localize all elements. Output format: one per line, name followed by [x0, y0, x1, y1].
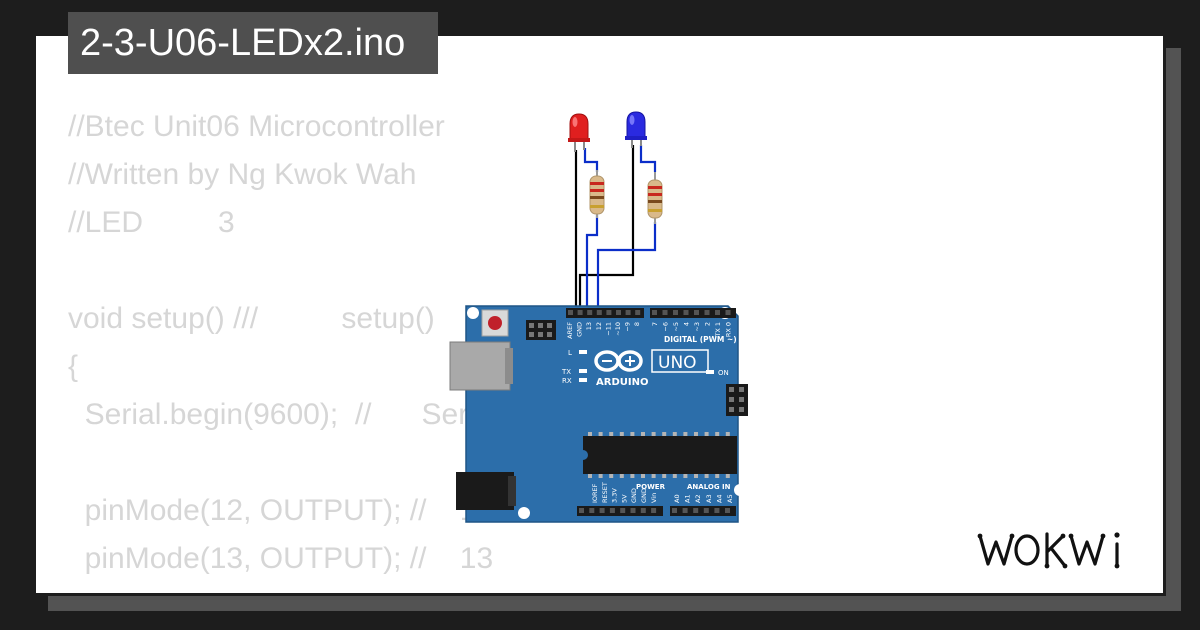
pin-label: ~9 — [624, 322, 632, 332]
power-pin-label: GND — [640, 488, 648, 503]
analog-pin-label: A5 — [726, 494, 734, 503]
pin-label: ~6 — [662, 322, 670, 332]
code-preview: //Btec Unit06 Microcontroller //Written b… — [68, 103, 868, 596]
led-red[interactable] — [568, 113, 590, 152]
l-led-label: L — [568, 349, 572, 357]
wires — [574, 145, 657, 312]
code-line: pinMode(13, OUTPUT); // 13 — [68, 542, 494, 575]
code-line: void setup() /// setup() — [68, 302, 435, 335]
power-header[interactable] — [577, 506, 663, 516]
icsp-header-right — [726, 384, 748, 416]
led-blue-body — [626, 111, 646, 139]
led-red-body — [569, 113, 589, 141]
resistor-1[interactable] — [589, 170, 605, 218]
atmega-chip — [583, 436, 737, 474]
code-line: pinMode(12, OUTPUT); // 12 — [68, 494, 494, 527]
power-pin-label: 5V — [620, 494, 628, 503]
power-pin-label: IOREF — [591, 483, 599, 503]
file-name-tab: 2-3-U06-LEDx2.ino — [68, 12, 438, 74]
pin-label: 4 — [683, 322, 691, 326]
code-line: Serial.begin(9600); // Serial — [68, 398, 499, 431]
pin-label: ~5 — [672, 322, 680, 332]
pin-label: GND — [576, 322, 584, 337]
led-blue[interactable] — [625, 111, 647, 148]
pin-label: 12 — [595, 322, 603, 330]
tx-led-label: TX — [561, 368, 571, 376]
code-line: //Written by Ng Kwok Wah — [68, 158, 417, 191]
analog-pin-label: A1 — [684, 494, 692, 503]
power-label: POWER — [636, 483, 666, 491]
reset-button[interactable] — [481, 309, 509, 337]
wire-blue-led-gnd — [578, 145, 635, 312]
pin-label: TX 1 — [714, 322, 722, 338]
power-pin-label: RESET — [601, 482, 609, 503]
pin-label: 7 — [651, 322, 659, 326]
usb-connector — [449, 341, 511, 391]
code-line: //Btec Unit06 Microcontroller — [68, 110, 445, 143]
power-pin-label: 3.3V — [611, 488, 619, 503]
uno-badge — [651, 349, 709, 373]
pin-label: ~10 — [614, 322, 622, 336]
pin-label: 2 — [704, 322, 712, 326]
arduino-logo-text: ARDUINO — [596, 377, 648, 388]
analog-pin-label: A4 — [715, 494, 723, 503]
rx-led-label: RX — [562, 377, 572, 385]
pin-label: ~11 — [604, 322, 612, 336]
power-pin-label: Vin — [650, 493, 658, 503]
pin-label: AREF — [566, 322, 574, 339]
pin-label: RX 0 — [725, 322, 733, 337]
pin-label: 13 — [585, 322, 593, 330]
digital-header-right[interactable] — [650, 308, 736, 318]
resistor-2[interactable] — [647, 172, 663, 224]
analog-pin-label: A3 — [705, 494, 713, 503]
power-jack — [456, 472, 514, 510]
uno-model-text: UNO — [658, 353, 697, 373]
code-line: //LED 3 — [68, 206, 235, 239]
wire-red-led-anode — [583, 148, 599, 172]
status-leds — [579, 350, 714, 382]
analog-header[interactable] — [670, 506, 736, 516]
arduino-infinity-icon — [594, 350, 643, 372]
power-pin-label: GND — [630, 488, 638, 503]
pin-label: ~3 — [693, 322, 701, 332]
analog-label: ANALOG IN — [687, 483, 731, 491]
digital-header-left[interactable] — [566, 308, 644, 318]
analog-pin-label: A0 — [673, 494, 681, 503]
digital-label: DIGITAL (PWM ~) — [664, 335, 737, 344]
wokwi-logo[interactable] — [975, 520, 1150, 580]
wire-blue-led-anode — [639, 145, 657, 172]
pin-label: 8 — [633, 322, 641, 326]
wire-blue-resistor-12 — [596, 222, 657, 312]
on-led-label: ON — [718, 369, 729, 377]
analog-pin-label: A2 — [694, 494, 702, 503]
code-line: { — [68, 350, 79, 383]
wire-red-resistor-13 — [585, 215, 599, 312]
